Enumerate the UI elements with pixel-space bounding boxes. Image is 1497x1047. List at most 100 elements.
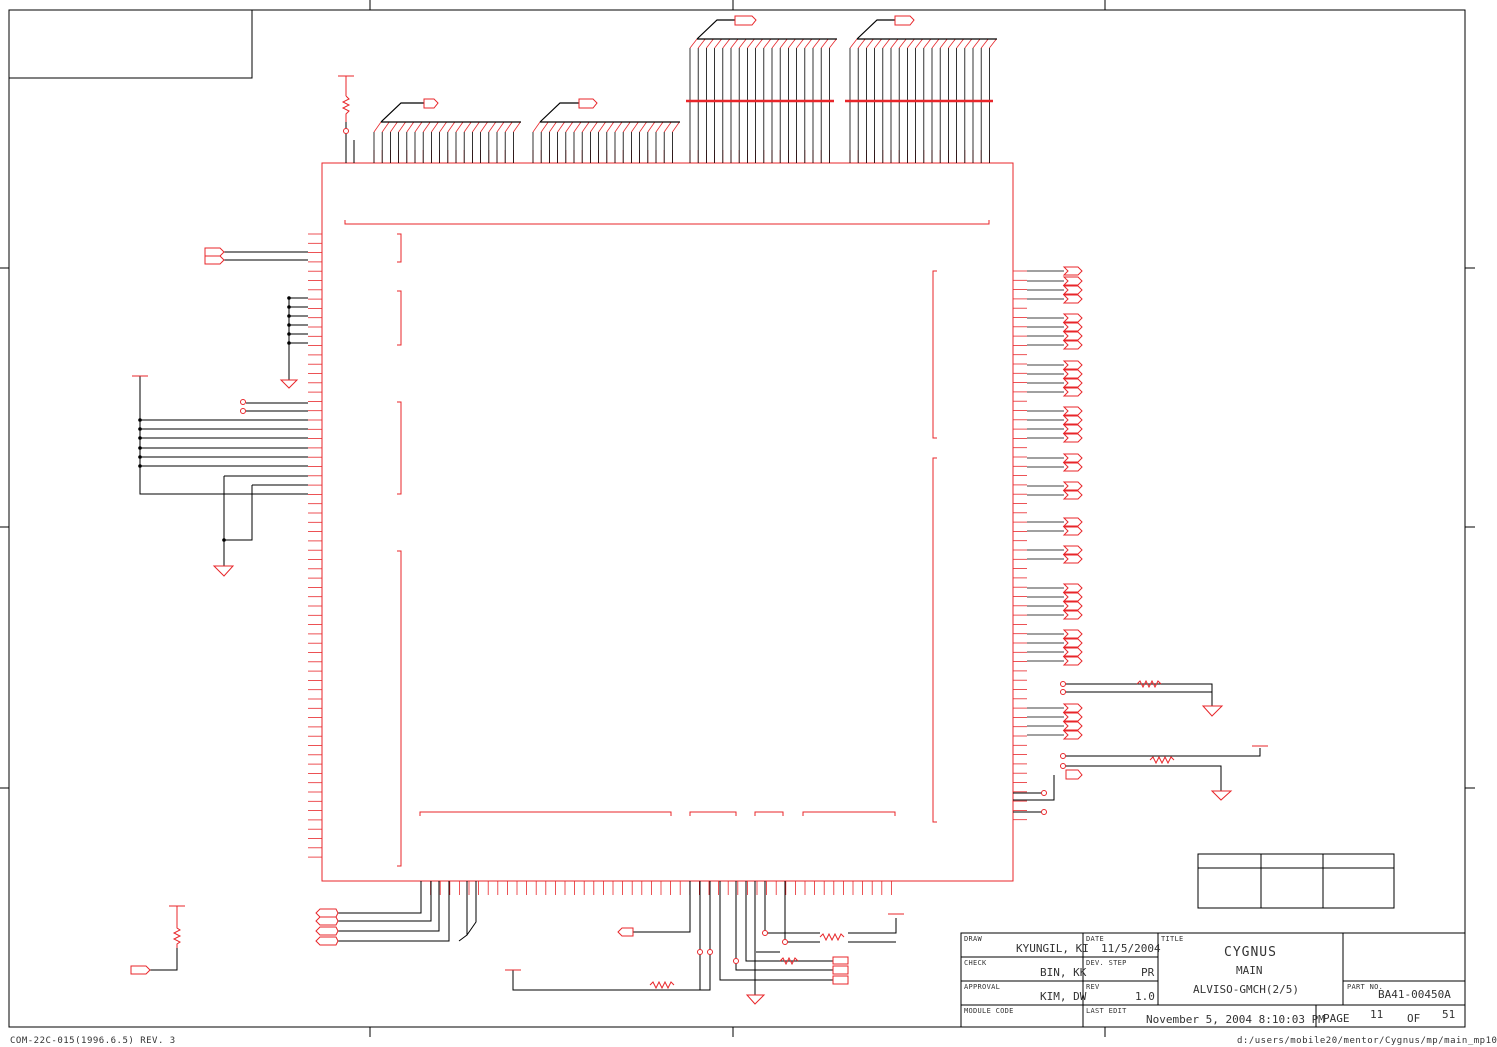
- bus-entry: [874, 38, 882, 49]
- right-offpage-connectors: [1027, 266, 1083, 740]
- offpage-connector: [1062, 424, 1083, 434]
- bus-entry: [631, 121, 639, 133]
- bus-entry: [513, 121, 521, 133]
- offpage-connector: [1062, 340, 1083, 350]
- date-label: DATE: [1086, 935, 1105, 943]
- of-value: 51: [1442, 1008, 1456, 1021]
- gmch-ic: [321, 162, 1014, 882]
- bus-entry: [771, 38, 780, 49]
- bus-entry: [697, 38, 706, 49]
- bus-entry: [406, 121, 415, 133]
- title-line-3: ALVISO-GMCH(2/5): [1193, 983, 1299, 996]
- approval-label: APPROVAL: [964, 983, 1001, 991]
- page-label: PAGE: [1323, 1012, 1350, 1025]
- offpage-connector: [1062, 387, 1083, 397]
- bus-entry: [972, 38, 981, 49]
- bus-entry: [639, 121, 647, 133]
- last-edit-value: November 5, 2004 8:10:03 PM: [1146, 1013, 1325, 1026]
- rev-label: REV: [1086, 983, 1100, 991]
- draw-label: DRAW: [964, 935, 983, 943]
- bus-entry: [882, 38, 891, 49]
- bus-entry: [431, 121, 439, 133]
- bus-entry: [989, 38, 997, 49]
- bus-entry: [581, 121, 590, 133]
- bus-entry: [655, 121, 664, 133]
- bus-entry: [606, 121, 615, 133]
- module-code-label: MODULE CODE: [964, 1007, 1014, 1015]
- bus-entry: [480, 121, 488, 133]
- bus-top: [380, 19, 997, 123]
- bus-entry: [614, 121, 623, 133]
- bus-entry: [804, 38, 813, 49]
- bus-entry: [463, 121, 472, 133]
- bus-entry: [722, 38, 731, 49]
- ic-pins: [308, 150, 1027, 895]
- bus-entry: [549, 121, 557, 133]
- offpage-connector: [1062, 462, 1083, 472]
- bus-entry: [796, 38, 804, 49]
- bus-entry: [663, 121, 672, 133]
- check-value: BIN, KK: [1040, 966, 1087, 979]
- bus-entry: [915, 38, 923, 49]
- bus-entry: [964, 38, 973, 49]
- offpage-connector: [1062, 406, 1083, 416]
- bus-entry: [598, 121, 606, 133]
- offpage-connector: [1062, 610, 1083, 620]
- offpage-connector: [1062, 656, 1083, 666]
- offpage-connector: [1062, 526, 1083, 536]
- offpage-connector: [1062, 453, 1083, 463]
- bus-entry: [730, 38, 739, 49]
- offpage-connector: [1062, 276, 1083, 286]
- offpage-connector: [1062, 703, 1083, 713]
- bus-entry: [706, 38, 714, 49]
- offpage-connector: [1062, 638, 1083, 648]
- offpage-connector: [1062, 647, 1083, 657]
- bus-entry: [956, 38, 964, 49]
- bus-entry: [557, 121, 565, 133]
- offpage-connector: [1062, 369, 1083, 379]
- bus-entry: [738, 38, 747, 49]
- bus-entry: [890, 38, 899, 49]
- page-value: 11: [1370, 1008, 1384, 1021]
- offpage-connector: [1062, 360, 1083, 370]
- offpage-connector: [1062, 730, 1083, 740]
- offpage-connector: [1062, 490, 1083, 500]
- revision-table: [1197, 853, 1395, 909]
- bus-entry: [763, 38, 772, 49]
- offpage-connector: [1062, 415, 1083, 425]
- title-label: TITLE: [1161, 935, 1184, 943]
- bus-entry: [390, 121, 398, 133]
- part-no-value: BA41-00450A: [1378, 988, 1451, 1001]
- bus-entry: [948, 38, 956, 49]
- bus-entry: [849, 38, 858, 49]
- bus-entry: [820, 38, 829, 49]
- date-value: 11/5/2004: [1101, 942, 1161, 955]
- rev-value: 1.0: [1135, 990, 1155, 1003]
- bus-entry: [857, 38, 866, 49]
- approval-value: KIM, DW: [1040, 990, 1087, 1003]
- bus-entry: [540, 121, 549, 133]
- offpage-connector: [1062, 554, 1083, 564]
- offpage-connector: [1062, 378, 1083, 388]
- draw-value: KYUNGIL, KI: [1016, 942, 1089, 955]
- bus-entry: [381, 121, 390, 133]
- of-label: OF: [1407, 1012, 1421, 1025]
- offpage-connector: [1062, 601, 1083, 611]
- junction-dots-left: [138, 296, 291, 542]
- bus-entry: [504, 121, 513, 133]
- offpage-connector: [1062, 712, 1083, 722]
- bus-entry: [414, 121, 423, 133]
- right-wiring: [1013, 683, 1261, 813]
- offpage-connector: [1062, 583, 1083, 593]
- bus-entry: [455, 121, 464, 133]
- bus-entry: [747, 38, 755, 49]
- title-block-frame: [960, 932, 1466, 1028]
- bus-entry: [647, 121, 656, 133]
- offpage-connector: [1062, 629, 1083, 639]
- bus-entry: [422, 121, 431, 133]
- dev-step-label: DEV. STEP: [1086, 959, 1127, 967]
- title-line-1: CYGNUS: [1224, 945, 1277, 960]
- part-no-label: PART NO.: [1347, 983, 1384, 991]
- bus-entry: [907, 38, 915, 49]
- bus-entry: [779, 38, 788, 49]
